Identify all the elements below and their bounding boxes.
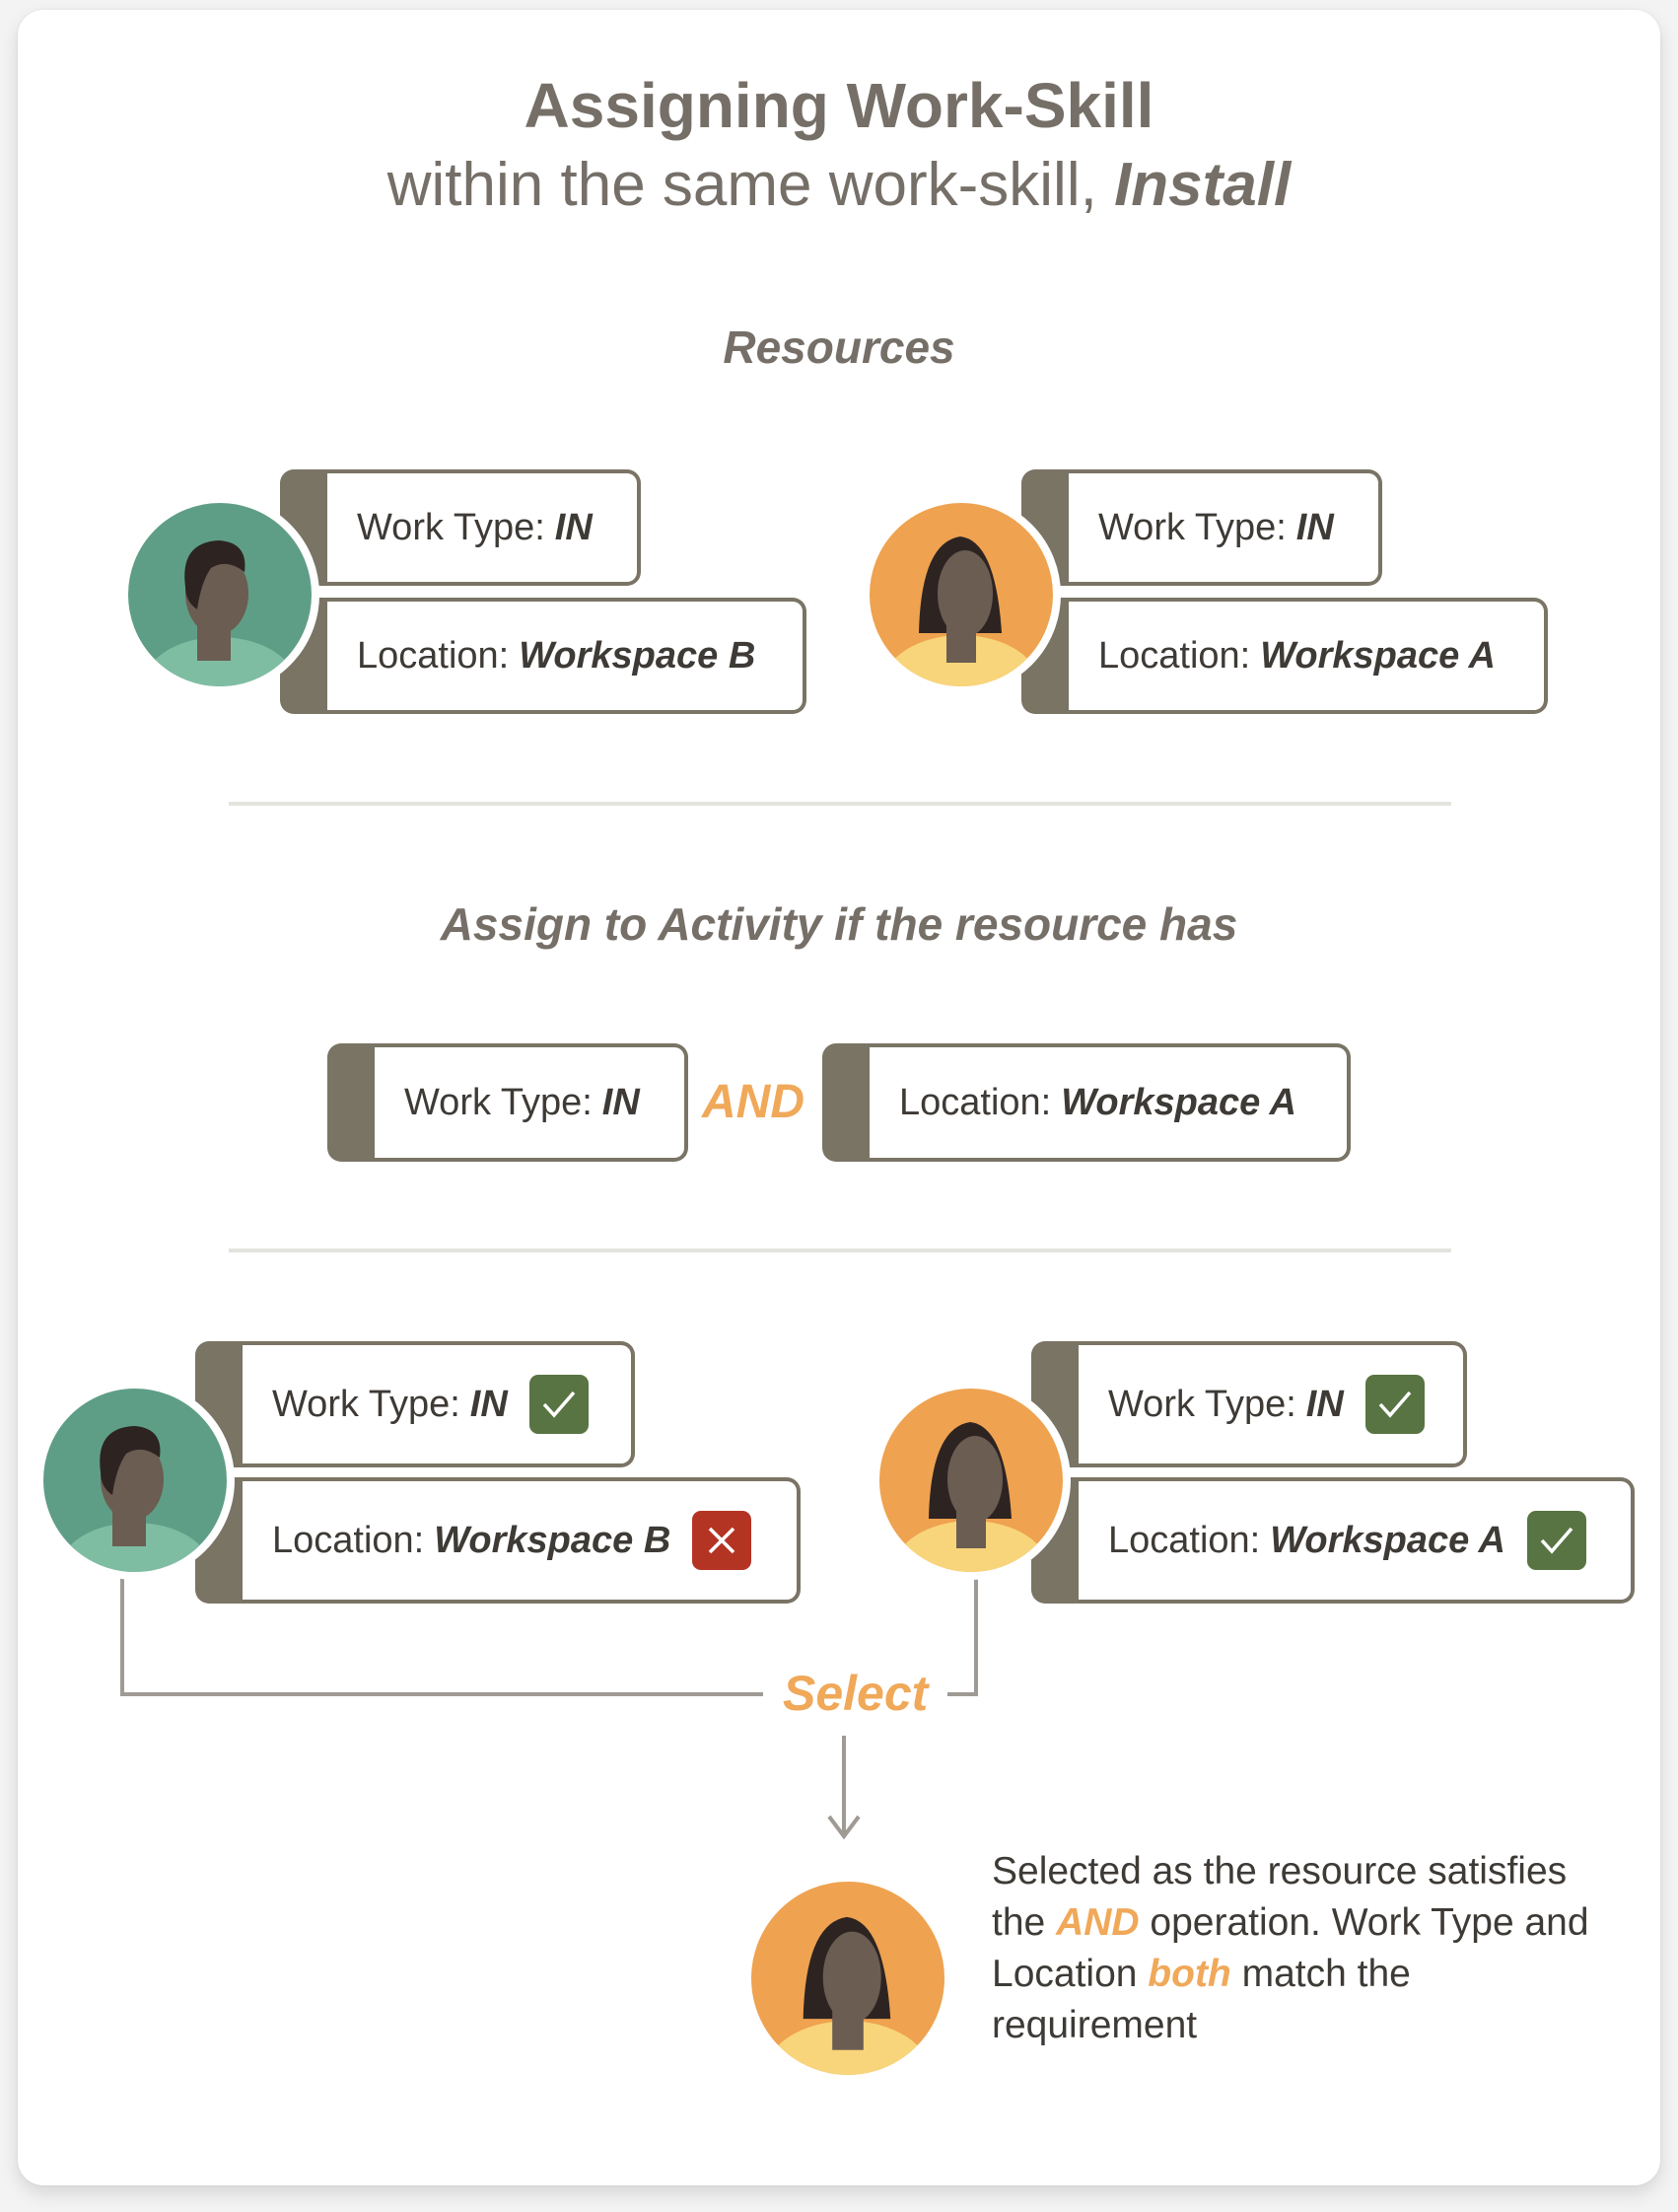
rule-heading: Assign to Activity if the resource has <box>440 898 1238 950</box>
work-type-tag: Work Type:IN <box>1021 469 1382 586</box>
resources-heading: Resources <box>723 321 955 373</box>
location-tag: Location:Workspace B <box>195 1477 801 1604</box>
separator-2 <box>229 1249 1451 1252</box>
work-type-tag: Work Type:IN <box>1031 1341 1467 1467</box>
page-subtitle: within the same work-skill, Install <box>0 150 1678 220</box>
arrow-down-icon <box>827 1815 861 1840</box>
condition-location-tag: Location:Workspace A <box>822 1043 1351 1162</box>
connector-line-right-h <box>933 1692 978 1696</box>
check-icon <box>1526 1511 1586 1570</box>
arrow-line <box>842 1736 846 1834</box>
connector-line-left <box>120 1578 124 1696</box>
female-avatar-icon <box>872 1381 1071 1580</box>
check-icon <box>528 1375 589 1434</box>
selected-female-avatar-icon <box>743 1874 952 2083</box>
condition-work-type-tag: Work Type:IN <box>327 1043 688 1162</box>
separator-1 <box>229 802 1451 806</box>
select-label: Select <box>763 1665 948 1722</box>
selection-description: Selected as the resource satisfies the A… <box>992 1850 1589 2046</box>
work-type-tag: Work Type:IN <box>280 469 641 586</box>
location-tag: Location:Workspace A <box>1031 1477 1635 1604</box>
check-icon <box>1364 1375 1425 1434</box>
and-operator: AND <box>702 1076 804 1128</box>
work-type-tag: Work Type:IN <box>195 1341 635 1467</box>
cross-icon <box>692 1511 752 1570</box>
subtitle-prefix: within the same work-skill, <box>386 151 1097 219</box>
male-avatar-icon <box>35 1381 235 1580</box>
connector-line-left-h <box>120 1692 771 1696</box>
and-emphasis: AND <box>1056 1901 1140 1944</box>
male-avatar-icon <box>120 495 319 694</box>
page-title: Assigning Work-Skill <box>524 70 1154 141</box>
female-avatar-icon <box>862 495 1061 694</box>
subtitle-emphasis: Install <box>1114 151 1292 219</box>
location-tag: Location:Workspace A <box>1021 598 1548 714</box>
connector-line-right <box>974 1578 978 1696</box>
both-emphasis: both <box>1148 1953 1231 1995</box>
location-tag: Location:Workspace B <box>280 598 806 714</box>
